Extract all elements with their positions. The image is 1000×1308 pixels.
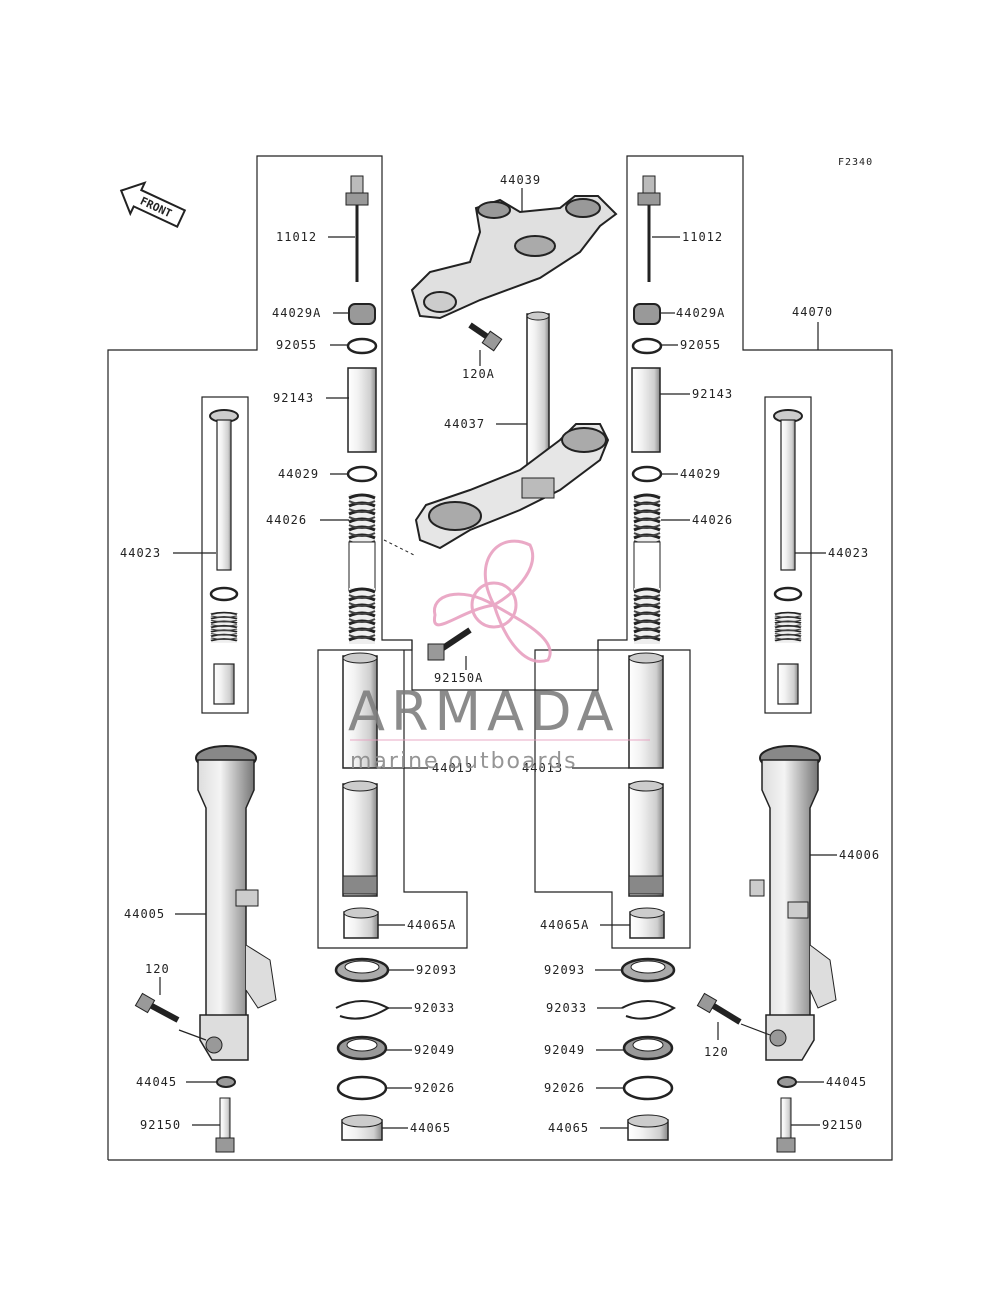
pipe-92143 <box>347 367 661 453</box>
label-92143-right: 92143 <box>692 387 733 401</box>
label-44065A-right: 44065A <box>540 918 589 932</box>
upper-bracket-44039 <box>410 195 618 320</box>
label-44006: 44006 <box>839 848 880 862</box>
label-92150A: 92150A <box>434 671 483 685</box>
label-44065A-left: 44065A <box>407 918 456 932</box>
bolt-120-left <box>134 992 180 1023</box>
label-92093-right: 92093 <box>544 963 585 977</box>
washer-44029-right <box>631 465 663 483</box>
front-arrow-icon: FRONT <box>119 181 187 229</box>
label-44023-left: 44023 <box>120 546 161 560</box>
label-92049-left: 92049 <box>414 1043 455 1057</box>
label-44029-left: 44029 <box>278 467 319 481</box>
cap-bolt-11012-left <box>345 175 369 282</box>
bolt-92150A <box>427 627 472 661</box>
label-11012-left: 11012 <box>276 230 317 244</box>
watermark-tagline: marine outboards <box>350 749 578 774</box>
label-44039: 44039 <box>500 173 541 187</box>
spring-44026-left <box>347 492 377 646</box>
label-44045-left: 44045 <box>136 1075 177 1089</box>
o-ring-92055-left <box>346 337 378 355</box>
seal-stack-left <box>334 957 391 1141</box>
washer-44045 <box>216 1076 797 1088</box>
label-44013-left: 44013 <box>432 761 473 775</box>
seal-stack-right <box>620 957 677 1141</box>
label-44026-left: 44026 <box>266 513 307 527</box>
bolt-120A <box>468 322 503 352</box>
label-92033-right: 92033 <box>546 1001 587 1015</box>
figure-code: F2340 <box>838 157 873 168</box>
box-44023-left <box>201 396 249 714</box>
label-92143-left: 92143 <box>273 391 314 405</box>
label-44013-right: 44013 <box>522 761 563 775</box>
label-44026-right: 44026 <box>692 513 733 527</box>
inner-tube-44013-left <box>342 652 378 897</box>
label-44065-left: 44065 <box>410 1121 451 1135</box>
label-92033-left: 92033 <box>414 1001 455 1015</box>
label-92093-left: 92093 <box>416 963 457 977</box>
spring-44026-right <box>632 492 662 646</box>
watermark: ARMADA marine outboards <box>348 539 650 774</box>
collar-44029A <box>348 303 661 325</box>
leader-lines <box>159 188 837 1129</box>
label-92150-right: 92150 <box>822 1118 863 1132</box>
label-92055-right: 92055 <box>680 338 721 352</box>
label-120-left: 120 <box>145 962 170 976</box>
steering-stem-44037 <box>383 311 610 557</box>
label-44070: 44070 <box>792 305 833 319</box>
watermark-brand: ARMADA <box>348 680 620 743</box>
outer-tube-44005 <box>195 745 277 1061</box>
washer-44029-left <box>346 465 378 483</box>
label-92026-right: 92026 <box>544 1081 585 1095</box>
o-ring-92055-right <box>631 337 663 355</box>
bushing-44065A <box>343 907 665 939</box>
label-44045-right: 44045 <box>826 1075 867 1089</box>
label-120-right: 120 <box>704 1045 729 1059</box>
label-92026-left: 92026 <box>414 1081 455 1095</box>
bolt-92150 <box>215 1097 796 1153</box>
cap-bolt-11012-right <box>637 175 661 282</box>
label-44037: 44037 <box>444 417 485 431</box>
box-44023-right <box>764 396 812 714</box>
label-44029A-left: 44029A <box>272 306 321 320</box>
label-44065-right: 44065 <box>548 1121 589 1135</box>
label-44029A-right: 44029A <box>676 306 725 320</box>
inner-tube-44013-right <box>628 652 664 897</box>
label-92049-right: 92049 <box>544 1043 585 1057</box>
bolt-120-right <box>696 992 742 1025</box>
label-92150-left: 92150 <box>140 1118 181 1132</box>
outer-tube-44006 <box>749 745 837 1061</box>
propeller-logo-icon <box>432 539 552 663</box>
label-92055-left: 92055 <box>276 338 317 352</box>
label-120A: 120A <box>462 367 495 381</box>
label-44005: 44005 <box>124 907 165 921</box>
label-44023-right: 44023 <box>828 546 869 560</box>
label-44029-right: 44029 <box>680 467 721 481</box>
label-11012-right: 11012 <box>682 230 723 244</box>
